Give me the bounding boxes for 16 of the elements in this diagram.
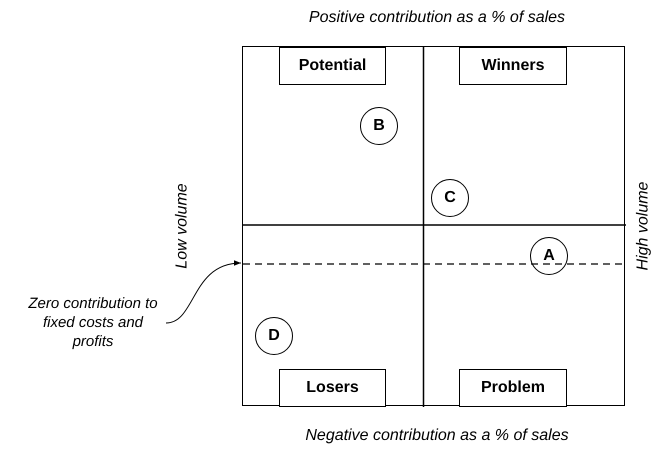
axis-label: Negative contribution as a % of sales: [304, 426, 570, 446]
leader-line: [166, 260, 242, 324]
product-marker: B: [360, 107, 398, 145]
zero-line: [243, 263, 624, 265]
axis-label: High volume: [633, 182, 651, 270]
product-marker: C: [431, 179, 469, 217]
quadrant-label: Losers: [279, 369, 386, 407]
axis-label: Low volume: [173, 183, 192, 269]
quadrant-label: Winners: [459, 47, 567, 85]
axis-label: Positive contribution as a % of sales: [308, 8, 566, 28]
quadrant-label: Potential: [279, 47, 386, 85]
matrix-grid: [242, 46, 625, 406]
annotation-text: Zero contribution to fixed costs and profits: [22, 294, 164, 354]
product-marker: D: [255, 317, 293, 355]
quadrant-label: Problem: [459, 369, 567, 407]
product-marker: A: [530, 237, 568, 275]
